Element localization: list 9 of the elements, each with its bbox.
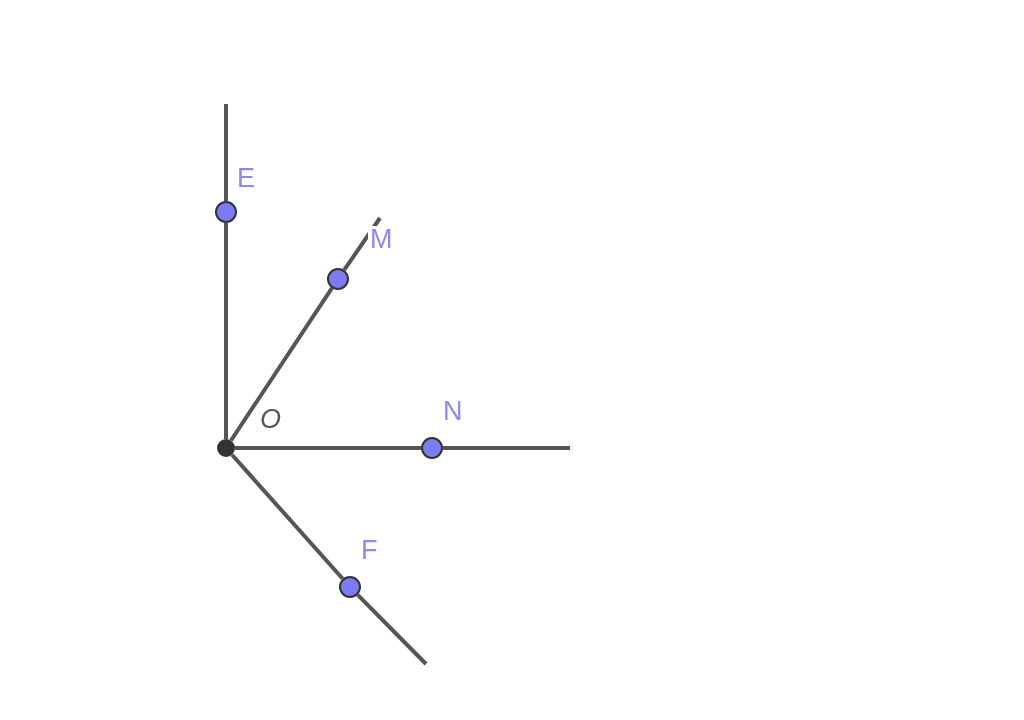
point [421, 437, 443, 459]
point [327, 268, 349, 290]
point [339, 576, 361, 598]
line-segment [235, 446, 421, 450]
point [217, 439, 235, 457]
line-segment [229, 287, 334, 442]
point [215, 201, 237, 223]
line-segment [230, 453, 345, 581]
line-segment [224, 223, 228, 439]
